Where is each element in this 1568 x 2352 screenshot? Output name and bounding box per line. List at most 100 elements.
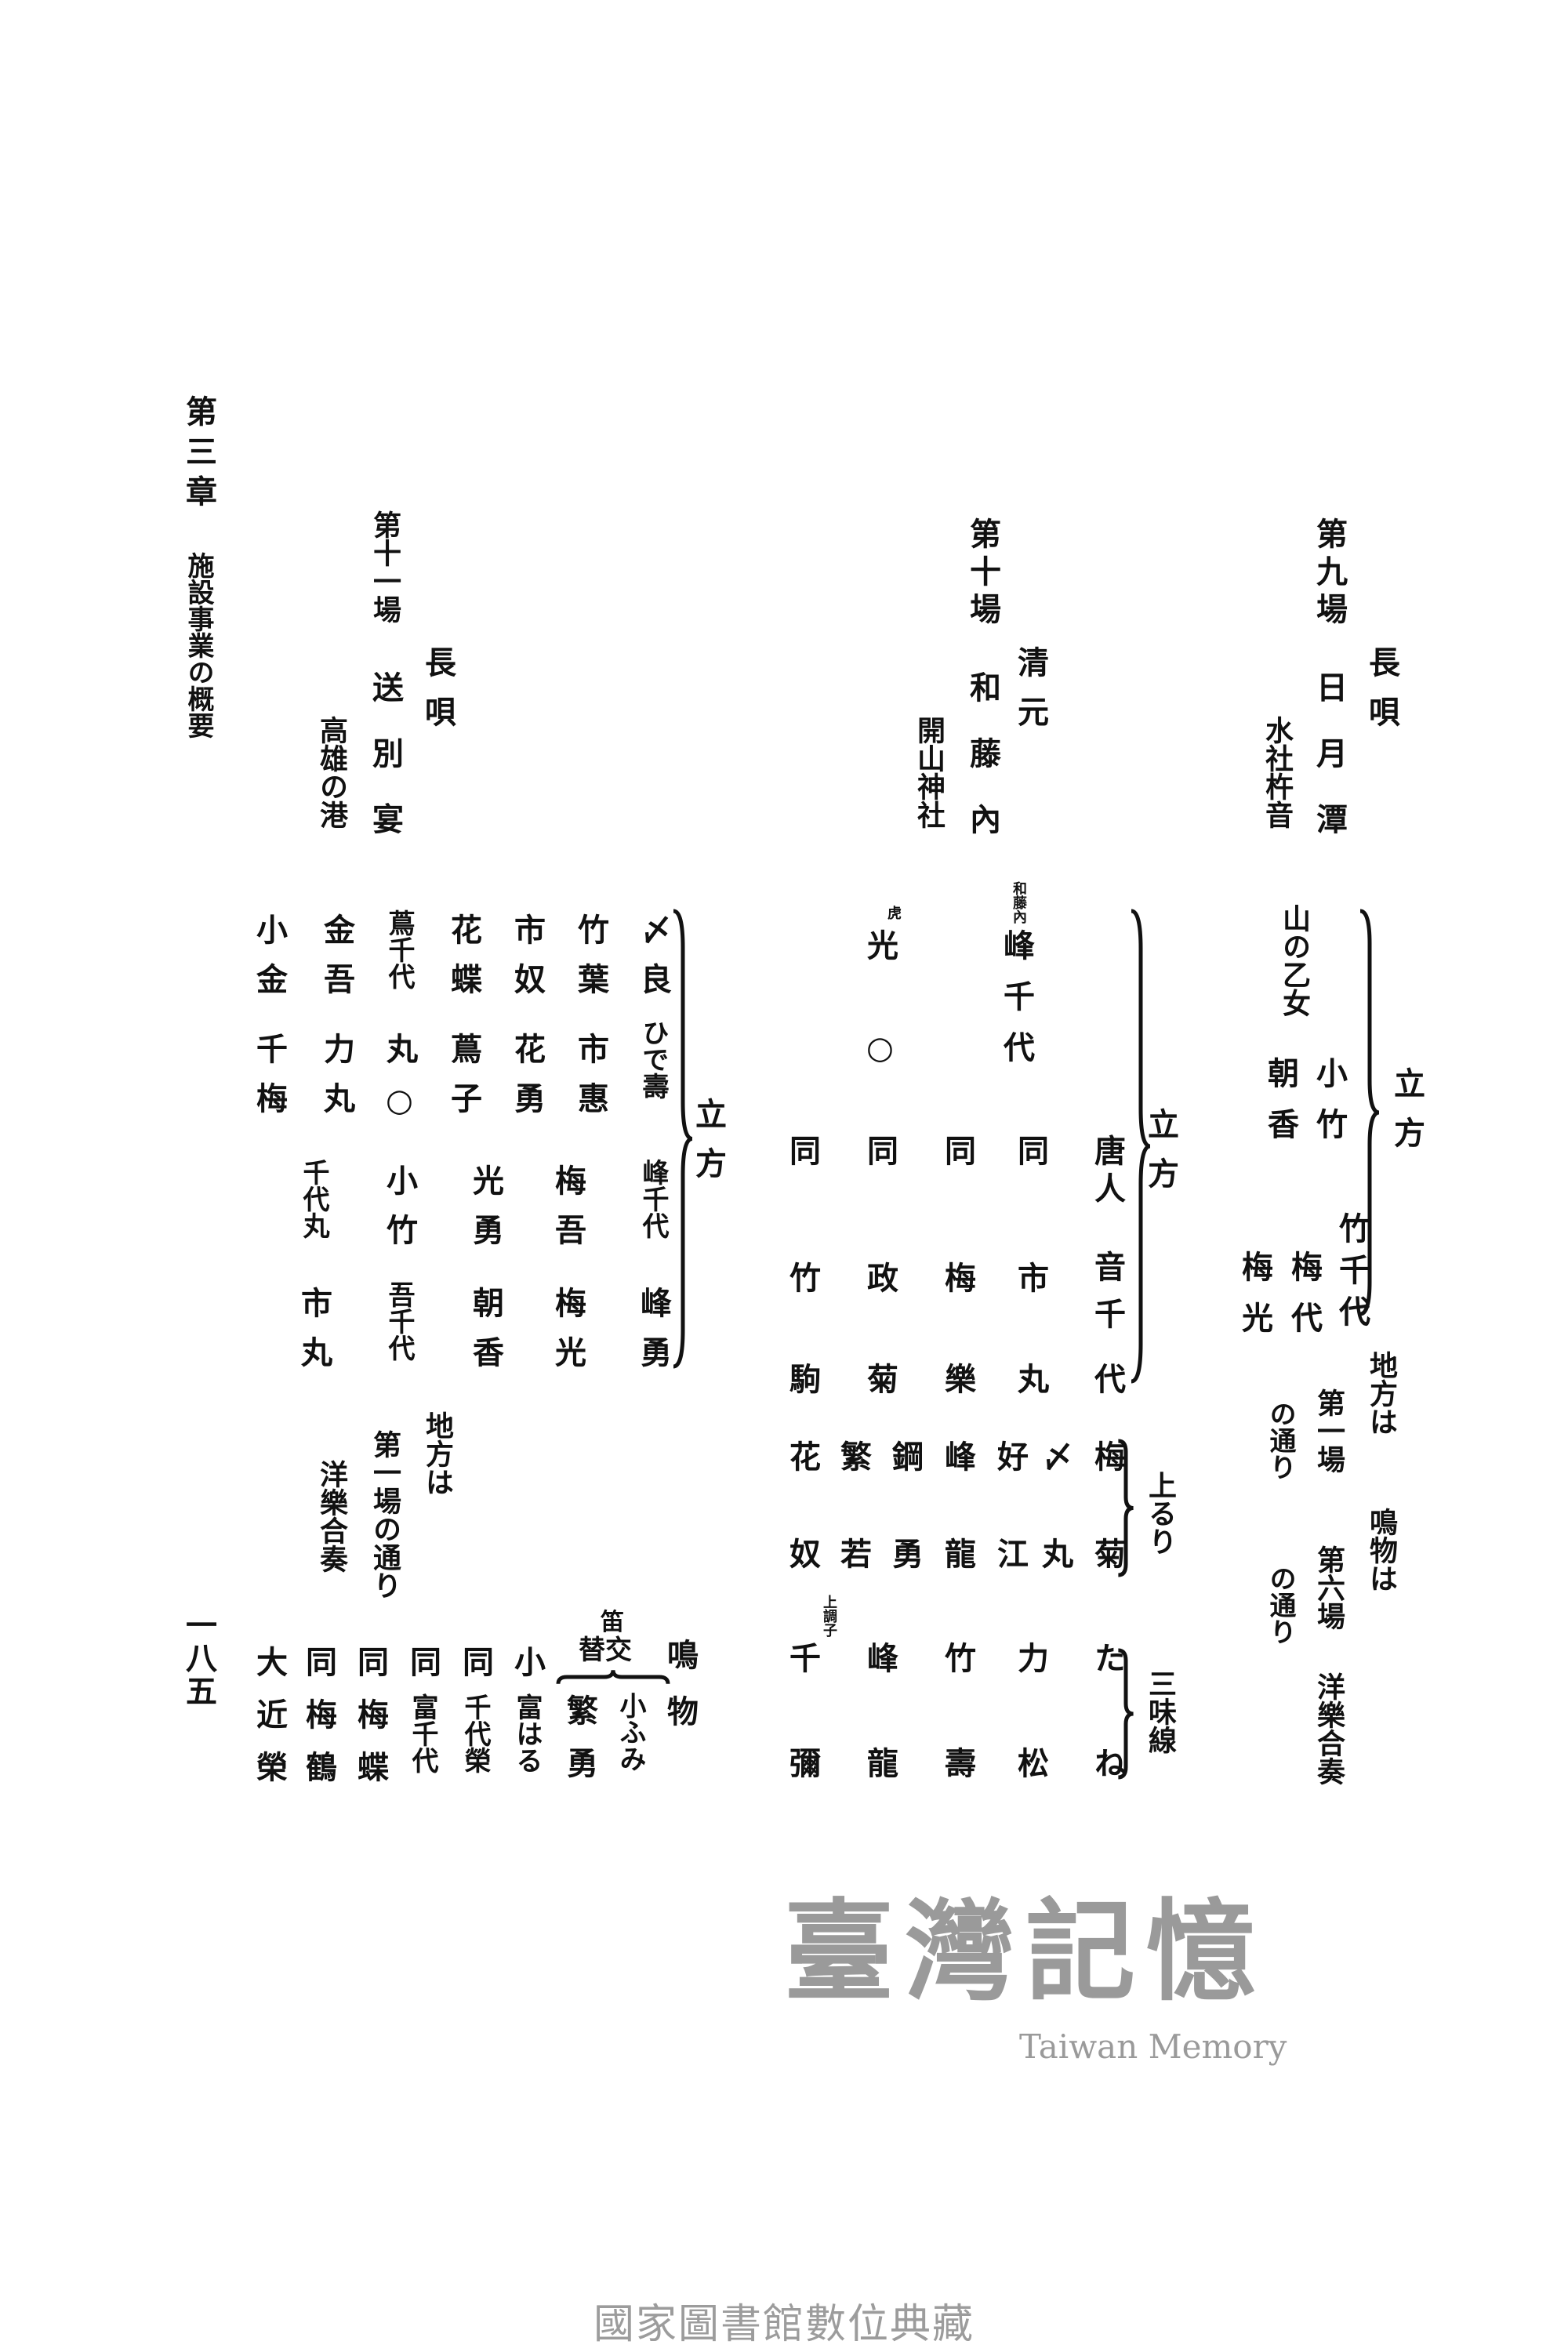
joruri-cell: 龍 xyxy=(939,1537,976,1569)
narimono-name: 富はる xyxy=(511,1693,543,1773)
grid-cell: 政 xyxy=(862,1261,898,1293)
grid-cell: 駒 xyxy=(784,1363,821,1394)
dancer: 峰千代 xyxy=(637,1159,669,1239)
footer-credit: 國家圖書館數位典藏 xyxy=(593,2301,975,2348)
dancer: 峰勇 xyxy=(635,1287,672,1385)
dancer: 蔦子 xyxy=(445,1033,482,1131)
scene-11-number: 第十一場 xyxy=(368,510,401,623)
dancer: 吾千代 xyxy=(383,1281,415,1361)
chapter-label: 第三章 xyxy=(180,395,217,515)
dancer: 山の乙女 xyxy=(1278,904,1311,1017)
joruri-cell: 江 xyxy=(992,1537,1029,1569)
joruri-cell: 菊 xyxy=(1089,1537,1126,1569)
narimono-suffix: の通り xyxy=(1265,1565,1296,1645)
fue-label: 笛 xyxy=(601,1609,624,1636)
jikata-ref: 第一場 xyxy=(1312,1388,1345,1473)
narimono-name: 千代榮 xyxy=(459,1693,491,1773)
dancer: 千梅 xyxy=(251,1033,288,1131)
dancer: 光 xyxy=(862,929,898,960)
scene-10-number: 第十場 xyxy=(964,517,1001,630)
watermark-english: Taiwan Memory xyxy=(1019,2027,1287,2066)
narimono-label: 鳴物 xyxy=(662,1639,699,1751)
dancer: 朝香 xyxy=(467,1287,504,1385)
shamisen-label: 三味線 xyxy=(1144,1669,1177,1754)
uwajoshi-annotation: 上調子 xyxy=(821,1595,837,1637)
joruri-label: 上るり xyxy=(1144,1471,1177,1555)
narimono-name: 梅鶴 xyxy=(300,1698,337,1803)
dancer: 〆良 xyxy=(635,913,672,1012)
dancer: 市丸 xyxy=(296,1287,332,1385)
page-number: 一八五 xyxy=(180,1609,217,1708)
grid-cell: 市 xyxy=(1012,1261,1049,1293)
scene-9-subtitle: 水社杵音 xyxy=(1261,716,1294,829)
scene-10-title: 和藤內 xyxy=(964,671,1001,869)
grid-cell: 丸 xyxy=(1012,1363,1049,1394)
joruri-cell: 若 xyxy=(835,1537,872,1569)
dancer: 丸○ xyxy=(381,1033,418,1137)
shamisen-cell: 峰 xyxy=(862,1642,898,1673)
dancer: 光勇 xyxy=(467,1164,504,1263)
narimono-head: 小 xyxy=(509,1646,546,1677)
shamisen-cell: 竹 xyxy=(939,1642,976,1673)
joruri-cell: 花 xyxy=(784,1440,821,1472)
grid-cell: 菊 xyxy=(862,1363,898,1394)
grid-cell: 同 xyxy=(939,1134,976,1166)
narimono-name: 富千代 xyxy=(407,1693,438,1773)
narimono-head: 大 xyxy=(251,1646,288,1677)
scene-10-dancers-label: 立方 xyxy=(1142,1108,1179,1207)
jikata-ref: 第一場の通り xyxy=(368,1430,401,1599)
grid-cell: 代 xyxy=(1089,1363,1126,1394)
grid-cell: 同 xyxy=(784,1134,821,1166)
shamisen-cell: 壽 xyxy=(939,1747,976,1778)
brace-icon xyxy=(1129,911,1152,1381)
narimono-name: 近榮 xyxy=(251,1698,288,1803)
grid-cell: 唐人 xyxy=(1089,1134,1126,1210)
role-annotation: 和藤內 xyxy=(1011,881,1027,924)
dancer: 市惠 xyxy=(572,1033,609,1131)
grid-cell: 竹 xyxy=(784,1261,821,1293)
jikata-label: 地方は xyxy=(1365,1351,1398,1436)
joruri-cell: 勇 xyxy=(887,1537,924,1569)
scene-10-subtitle: 開山神社 xyxy=(913,716,946,829)
dancer: 梅吾 xyxy=(550,1164,586,1263)
joruri-cell: 好 xyxy=(992,1440,1029,1472)
shamisen-cell: 力 xyxy=(1012,1642,1049,1673)
watermark-logo: 臺灣記憶 xyxy=(784,1888,1268,2016)
fue-player: 小ふみ xyxy=(615,1692,646,1772)
shamisen-cell: た xyxy=(1089,1642,1126,1673)
scene-9-dancers-label: 立方 xyxy=(1388,1067,1425,1166)
scene-11-dancers-label: 立方 xyxy=(690,1098,727,1196)
dancer: 竹葉 xyxy=(572,913,609,1012)
dancer: 朝香 xyxy=(1262,1057,1299,1159)
narimono-head: 同 xyxy=(352,1646,389,1677)
scene-9-title: 日月潭 xyxy=(1311,671,1348,869)
grid-cell: 音千 xyxy=(1089,1250,1126,1345)
grid-cell: 樂 xyxy=(939,1363,976,1394)
dancer-mark: ○ xyxy=(862,1029,898,1066)
scene-11-title: 送別宴 xyxy=(367,671,404,869)
scene-9-genre: 長唄 xyxy=(1363,646,1400,745)
fue-player: 繁勇 xyxy=(561,1694,598,1799)
dancer: 千代丸 xyxy=(298,1159,329,1239)
dancer: 花蝶 xyxy=(445,913,482,1012)
joruri-cell: 奴 xyxy=(784,1537,821,1569)
dancer: 竹千代 xyxy=(1334,1212,1370,1337)
narimono-head: 同 xyxy=(300,1646,337,1677)
dancer: 梅代 xyxy=(1286,1250,1323,1352)
brace-icon xyxy=(1116,1650,1135,1777)
joruri-cell: 繁 xyxy=(835,1440,872,1472)
western-music: 洋樂合奏 xyxy=(315,1460,348,1573)
shamisen-cell: 彌 xyxy=(784,1747,821,1778)
narimono-head: 同 xyxy=(457,1646,494,1677)
joruri-cell: 梅 xyxy=(1089,1440,1126,1472)
dancer: 小金 xyxy=(251,913,288,1012)
jikata-label: 地方は xyxy=(421,1411,454,1496)
role-annotation: 虎 xyxy=(885,906,902,920)
dancer: 梅光 xyxy=(1236,1250,1273,1352)
narimono-label: 鳴物は xyxy=(1365,1508,1398,1592)
shamisen-cell: 龍 xyxy=(862,1747,898,1778)
joruri-cell: 鋼 xyxy=(887,1440,924,1472)
grid-cell: 同 xyxy=(862,1134,898,1166)
narimono-ref: 第六場 xyxy=(1312,1545,1345,1630)
scene-11-genre: 長唄 xyxy=(419,646,456,745)
